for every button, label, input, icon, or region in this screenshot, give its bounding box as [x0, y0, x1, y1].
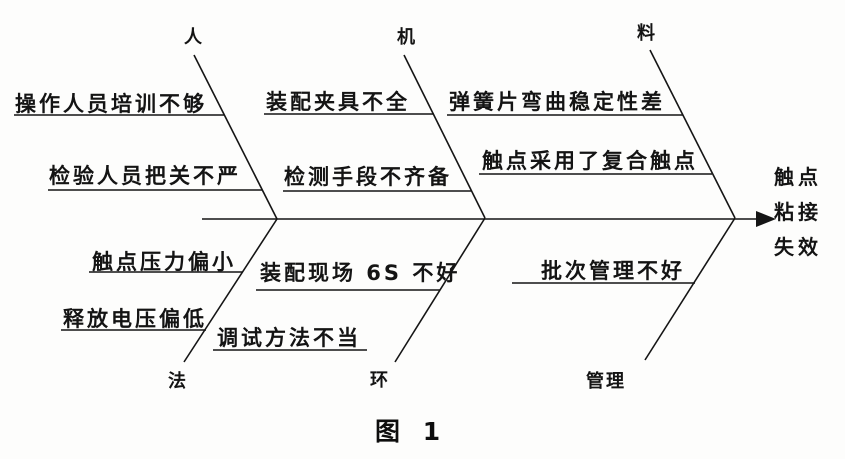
effect-label: 触点 粘接 失效 [774, 160, 822, 265]
effect-line-2: 粘接 [774, 200, 822, 224]
cause-label-method-1: 触点压力偏小 [92, 250, 236, 274]
branch-line-management [644, 217, 736, 361]
branch-line-machine [403, 54, 486, 219]
cause-label-man-1: 操作人员培训不够 [15, 92, 207, 116]
cause-label-environment-2: 调试方法不当 [217, 326, 361, 350]
branch-line-material [649, 49, 736, 219]
category-label-method: 法 [168, 371, 188, 392]
category-label-machine: 机 [397, 27, 417, 48]
category-label-management: 管理 [586, 371, 626, 392]
category-label-man: 人 [184, 27, 204, 48]
cause-label-material-2: 触点采用了复合触点 [482, 149, 698, 173]
spine-arrow-icon [756, 211, 776, 227]
category-label-material: 料 [637, 23, 657, 44]
cause-label-method-2: 释放电压偏低 [63, 307, 207, 331]
effect-line-1: 触点 [774, 165, 822, 189]
category-label-environment: 环 [370, 370, 390, 391]
branch-line-method [183, 218, 278, 363]
branch-line-man [193, 54, 278, 220]
effect-line-3: 失效 [774, 235, 822, 259]
cause-label-material-1: 弹簧片弯曲稳定性差 [449, 90, 665, 114]
cause-label-machine-1: 装配夹具不全 [266, 90, 410, 114]
figure-caption: 图 1 [375, 417, 448, 446]
cause-label-man-2: 检验人员把关不严 [49, 164, 241, 188]
cause-label-machine-2: 检测手段不齐备 [284, 165, 452, 189]
cause-label-environment-1: 装配现场 6S 不好 [260, 261, 461, 285]
cause-label-management-1: 批次管理不好 [541, 259, 685, 283]
